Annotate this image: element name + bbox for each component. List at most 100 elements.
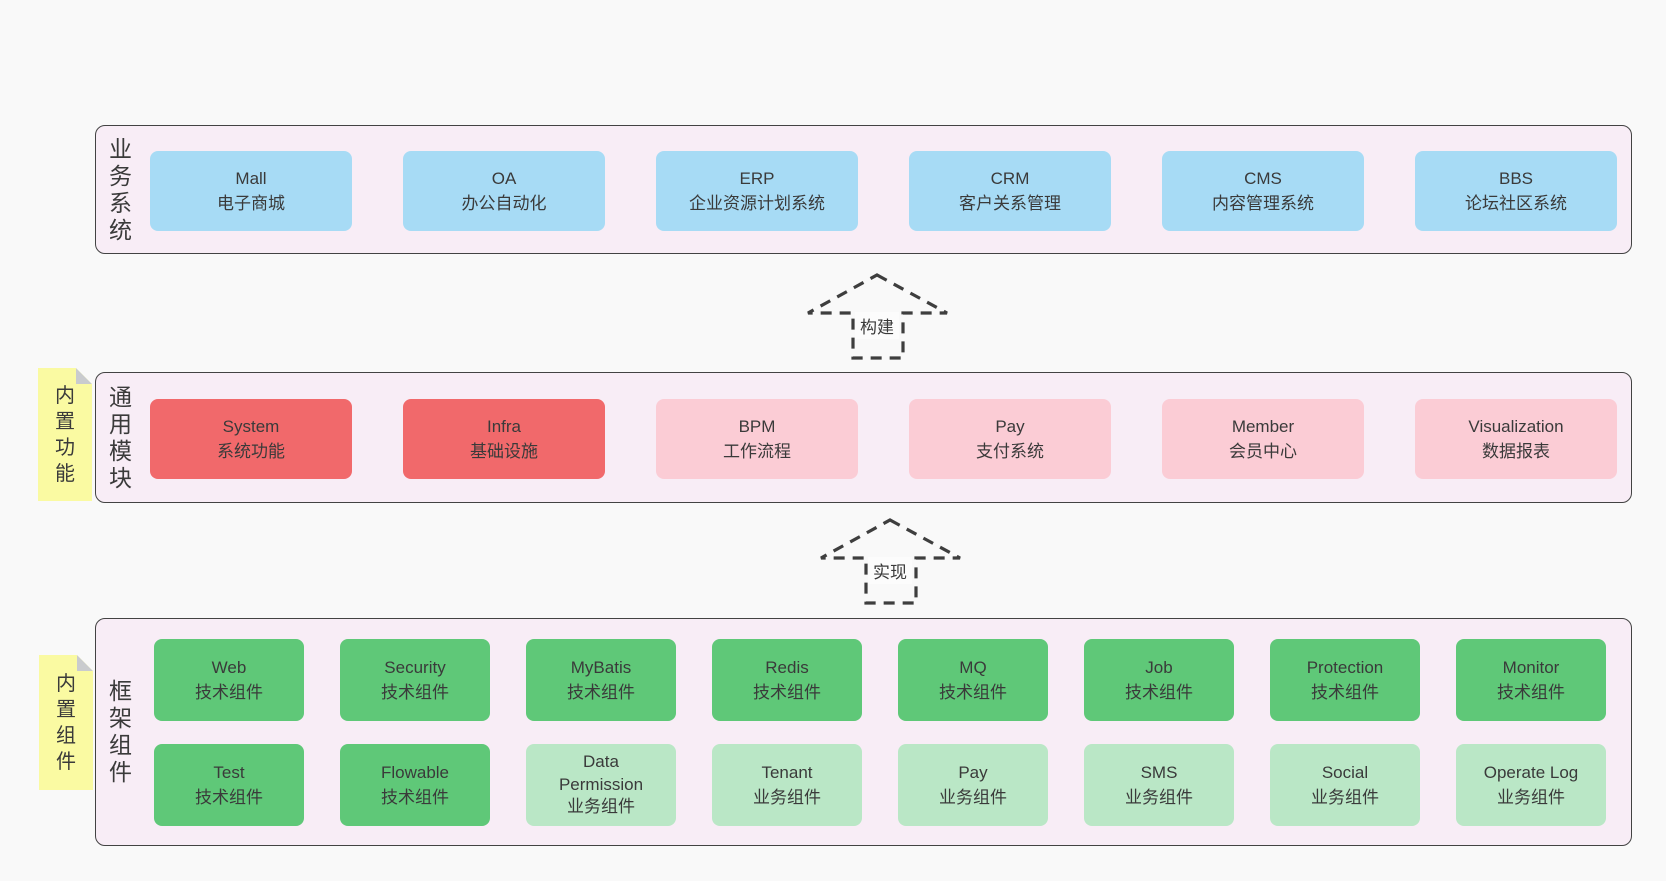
box-subtitle: 业务组件 xyxy=(1311,788,1379,807)
box-title: OA xyxy=(491,168,517,188)
arrow-build: 构建 xyxy=(800,268,955,363)
arrow-implement: 实现 xyxy=(813,513,968,608)
box-subtitle: 内容管理系统 xyxy=(1212,194,1314,213)
box-subtitle: 技术组件 xyxy=(1311,683,1379,702)
box-title: Pay xyxy=(995,416,1025,436)
box-protection: Protection 技术组件 xyxy=(1270,639,1420,721)
box-pay-module: Pay 支付系统 xyxy=(909,399,1111,479)
box-test: Test 技术组件 xyxy=(154,744,304,826)
box-mybatis: MyBatis 技术组件 xyxy=(526,639,676,721)
box-subtitle: 业务组件 xyxy=(1125,788,1193,807)
box-title: Operate Log xyxy=(1483,762,1579,782)
band-common-modules-label: 通用模块 xyxy=(109,383,132,491)
box-mq: MQ 技术组件 xyxy=(898,639,1048,721)
box-subtitle: 技术组件 xyxy=(1497,683,1565,702)
box-title: Protection xyxy=(1306,657,1384,677)
box-subtitle: 技术组件 xyxy=(195,788,263,807)
box-title: CMS xyxy=(1244,168,1282,188)
band-framework-components-label: 框架组件 xyxy=(109,677,132,786)
band-business-systems-label: 业务系统 xyxy=(109,135,132,243)
box-title: Web xyxy=(211,657,247,677)
box-title: Monitor xyxy=(1502,657,1560,677)
sticky-note-text: 内置组件 xyxy=(56,672,76,773)
box-bbs: BBS 论坛社区系统 xyxy=(1415,151,1617,231)
box-bpm: BPM 工作流程 xyxy=(656,399,858,479)
box-title: CRM xyxy=(990,168,1030,188)
band-common-modules: 通用模块 System 系统功能 Infra 基础设施 BPM 工作流程 Pay… xyxy=(95,372,1632,503)
box-member: Member 会员中心 xyxy=(1162,399,1364,479)
sticky-note-builtin-components: 内置组件 xyxy=(39,655,93,790)
box-subtitle: 工作流程 xyxy=(723,442,791,461)
box-title: Job xyxy=(1145,657,1173,677)
box-subtitle: 会员中心 xyxy=(1229,442,1297,461)
box-title: Member xyxy=(1231,416,1295,436)
folded-corner-icon xyxy=(76,368,92,384)
box-subtitle: 业务组件 xyxy=(1497,788,1565,807)
box-flowable: Flowable 技术组件 xyxy=(340,744,490,826)
box-subtitle: 技术组件 xyxy=(1125,683,1193,702)
box-security: Security 技术组件 xyxy=(340,639,490,721)
box-subtitle: 电子商城 xyxy=(217,194,285,213)
box-infra: Infra 基础设施 xyxy=(403,399,605,479)
box-subtitle: 技术组件 xyxy=(381,788,449,807)
box-title: MyBatis xyxy=(570,657,632,677)
box-cms: CMS 内容管理系统 xyxy=(1162,151,1364,231)
box-subtitle: 办公自动化 xyxy=(461,194,547,213)
box-title: Data Permission xyxy=(558,752,644,794)
box-subtitle: 技术组件 xyxy=(381,683,449,702)
box-pay-component: Pay 业务组件 xyxy=(898,744,1048,826)
band-framework-components: 框架组件 Web 技术组件 Security 技术组件 MyBatis 技术组件… xyxy=(95,618,1632,846)
box-title: Pay xyxy=(958,762,988,782)
box-web: Web 技术组件 xyxy=(154,639,304,721)
arrow-implement-label: 实现 xyxy=(868,557,912,584)
box-title: Infra xyxy=(486,416,522,436)
box-subtitle: 基础设施 xyxy=(470,442,538,461)
box-title: Social xyxy=(1321,762,1369,782)
box-subtitle: 论坛社区系统 xyxy=(1465,194,1567,213)
arrow-build-label: 构建 xyxy=(855,312,899,339)
box-title: Visualization xyxy=(1468,416,1564,436)
box-data-permission: Data Permission 业务组件 xyxy=(526,744,676,826)
box-subtitle: 技术组件 xyxy=(567,683,635,702)
box-title: SMS xyxy=(1140,762,1178,782)
box-title: Tenant xyxy=(761,762,813,782)
box-title: Flowable xyxy=(380,762,450,782)
box-social: Social 业务组件 xyxy=(1270,744,1420,826)
box-title: BPM xyxy=(738,416,776,436)
box-subtitle: 技术组件 xyxy=(753,683,821,702)
box-visualization: Visualization 数据报表 xyxy=(1415,399,1617,479)
box-title: System xyxy=(222,416,280,436)
box-title: MQ xyxy=(959,657,987,677)
box-title: Test xyxy=(213,762,245,782)
box-title: ERP xyxy=(739,168,775,188)
box-job: Job 技术组件 xyxy=(1084,639,1234,721)
box-subtitle: 企业资源计划系统 xyxy=(689,194,825,213)
box-subtitle: 业务组件 xyxy=(567,797,635,817)
box-subtitle: 客户关系管理 xyxy=(959,194,1061,213)
box-title: Redis xyxy=(765,657,809,677)
box-subtitle: 支付系统 xyxy=(976,442,1044,461)
box-mall: Mall 电子商城 xyxy=(150,151,352,231)
box-subtitle: 系统功能 xyxy=(217,442,285,461)
box-subtitle: 业务组件 xyxy=(753,788,821,807)
box-subtitle: 业务组件 xyxy=(939,788,1007,807)
box-monitor: Monitor 技术组件 xyxy=(1456,639,1606,721)
box-subtitle: 数据报表 xyxy=(1482,442,1550,461)
box-oa: OA 办公自动化 xyxy=(403,151,605,231)
box-title: Mall xyxy=(235,168,267,188)
band-business-systems: 业务系统 Mall 电子商城 OA 办公自动化 ERP 企业资源计划系统 CRM… xyxy=(95,125,1632,254)
box-sms: SMS 业务组件 xyxy=(1084,744,1234,826)
box-crm: CRM 客户关系管理 xyxy=(909,151,1111,231)
box-operate-log: Operate Log 业务组件 xyxy=(1456,744,1606,826)
folded-corner-icon xyxy=(77,655,93,671)
box-title: Security xyxy=(384,657,446,677)
box-title: BBS xyxy=(1498,168,1534,188)
box-system: System 系统功能 xyxy=(150,399,352,479)
sticky-note-builtin-features: 内置功能 xyxy=(38,368,92,501)
box-subtitle: 技术组件 xyxy=(939,683,1007,702)
sticky-note-text: 内置功能 xyxy=(55,384,75,485)
box-subtitle: 技术组件 xyxy=(195,683,263,702)
box-tenant: Tenant 业务组件 xyxy=(712,744,862,826)
box-redis: Redis 技术组件 xyxy=(712,639,862,721)
